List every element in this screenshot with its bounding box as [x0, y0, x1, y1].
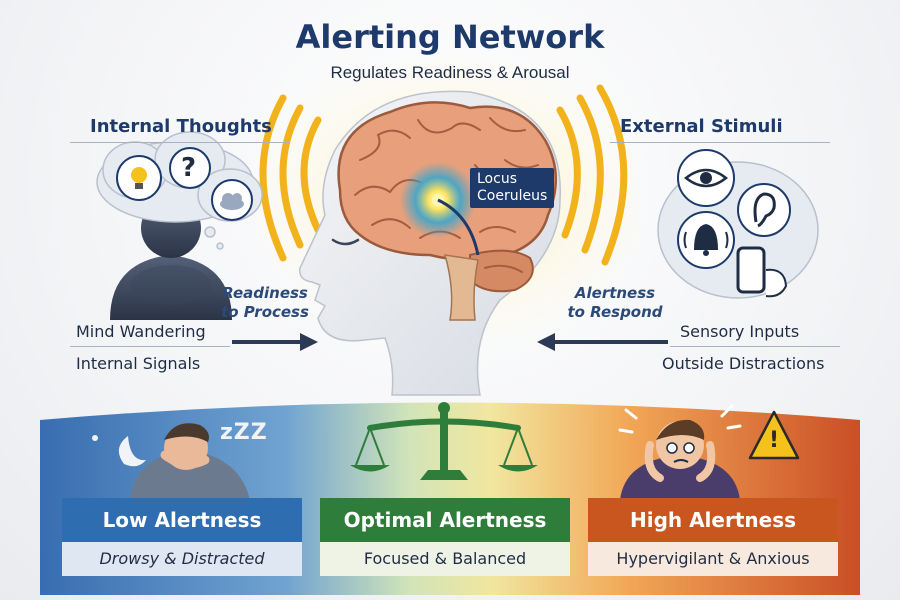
low-alertness-banner: Low Alertness [62, 498, 302, 542]
arrow-left-to-brain [232, 333, 318, 351]
high-alertness-banner: High Alertness [588, 498, 838, 542]
optimal-alertness-banner: Optimal Alertness [320, 498, 570, 542]
high-alertness-description: Hypervigilant & Anxious [616, 549, 810, 568]
locus-coeruleus-label-line2: Coeruleus [477, 188, 548, 204]
mind-wandering-label: Mind Wandering [76, 322, 206, 341]
sleep-zzz-glyph: zZZ [220, 420, 268, 445]
lightbulb-icon [116, 155, 162, 201]
moon-icon [118, 436, 146, 467]
stress-marks-icon [618, 404, 742, 434]
balance-scale-illustration [350, 402, 538, 480]
readiness-label: Readiness to Process [220, 284, 310, 322]
locus-coeruleus-label-line1: Locus [477, 171, 517, 187]
eye-icon [677, 149, 735, 207]
internal-thoughts-divider [70, 142, 290, 143]
alert-waves-left [259, 94, 322, 262]
optimal-alertness-title: Optimal Alertness [343, 508, 547, 532]
external-stimuli-heading: External Stimuli [620, 116, 783, 137]
high-alertness-desc-box: Hypervigilant & Anxious [588, 542, 838, 576]
ear-icon [737, 183, 791, 237]
phone-icon [736, 246, 788, 298]
high-alertness-title: High Alertness [629, 508, 797, 532]
locus-coeruleus-label: Locus Coeruleus [470, 168, 555, 208]
warning-icon [748, 410, 800, 460]
internal-signals-label: Internal Signals [76, 354, 201, 373]
external-stimuli-divider [610, 142, 830, 143]
page-title: Alerting Network [295, 18, 605, 56]
thinking-person-figure [110, 198, 232, 320]
internal-thoughts-heading: Internal Thoughts [90, 116, 272, 137]
alert-waves-right [556, 84, 628, 266]
low-alertness-title: Low Alertness [102, 508, 262, 532]
outside-distractions-label: Outside Distractions [662, 354, 825, 373]
alertness-label: Alertness to Respond [565, 284, 665, 322]
low-alertness-description: Drowsy & Distracted [99, 549, 265, 568]
page-subtitle: Regulates Readiness & Arousal [330, 63, 570, 82]
cloud-icon [211, 179, 253, 221]
arrow-right-to-brain [537, 333, 668, 351]
alertness-label-line1: Alertness [574, 284, 656, 302]
low-alertness-desc-box: Drowsy & Distracted [62, 542, 302, 576]
closed-eye [331, 238, 360, 246]
brain-illustration [337, 101, 558, 321]
readiness-label-line2: to Process [221, 303, 309, 321]
anxious-person-illustration [620, 419, 740, 500]
warning-glyph: ! [769, 428, 780, 453]
question-mark-glyph: ? [181, 153, 197, 183]
left-items-divider [70, 346, 230, 347]
optimal-alertness-desc-box: Focused & Balanced [320, 542, 570, 576]
readiness-label-line1: Readiness [222, 284, 308, 302]
star-icon [92, 435, 98, 441]
right-items-divider [670, 346, 840, 347]
optimal-alertness-description: Focused & Balanced [363, 549, 527, 568]
alertness-label-line2: to Respond [567, 303, 663, 321]
question-mark-icon [169, 147, 211, 189]
sensory-inputs-label: Sensory Inputs [680, 322, 800, 341]
bell-icon [677, 211, 735, 269]
sleepy-person-illustration [130, 423, 250, 500]
